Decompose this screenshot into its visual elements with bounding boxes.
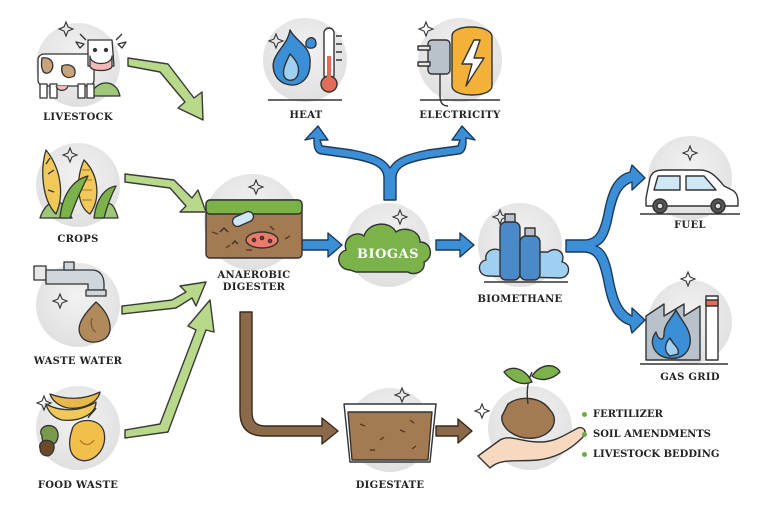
input-arrows (121, 57, 215, 439)
cow-icon (37, 33, 127, 99)
arrow-livestock (127, 57, 204, 121)
use-fertilizer: FERTILIZER (593, 408, 663, 420)
label-crops: CROPS (57, 234, 99, 245)
gas-grid-icon (640, 295, 728, 365)
use-livestock-bedding: LIVESTOCK BEDDING (593, 448, 720, 460)
arrow-biogas-biomethane (435, 232, 475, 258)
arrow-crops (124, 173, 207, 213)
use-soil-amendments: SOIL AMENDMENTS (593, 428, 711, 440)
arrow-food-waste (124, 299, 215, 439)
label-fuel: FUEL (674, 220, 706, 231)
label-livestock: LIVESTOCK (43, 112, 113, 123)
label-gas-grid: GAS GRID (660, 372, 720, 383)
bullet-dot (582, 431, 587, 437)
label-biomethane: BIOMETHANE (477, 294, 563, 305)
label-biogas: BIOGAS (357, 247, 419, 262)
gas-tanks-icon (478, 213, 570, 283)
faucet-icon (33, 261, 111, 343)
arrow-biogas-heat-electricity (304, 125, 476, 201)
car-icon (640, 169, 740, 215)
bullet-dot (582, 411, 587, 417)
digestate-arrows (239, 311, 473, 445)
arrow-digester-biogas (301, 232, 343, 258)
arrow-digester-digestate (239, 311, 339, 445)
label-digester-line1: ANAEROBIC (217, 270, 291, 281)
label-digester-line2: DIGESTER (222, 282, 286, 293)
flame-thermometer-icon (268, 27, 342, 101)
label-electricity: ELECTRICITY (419, 110, 501, 121)
arrow-biomethane-fuel-grid (565, 164, 646, 334)
label-food-waste: FOOD WASTE (37, 480, 119, 491)
label-digestate: DIGESTATE (355, 480, 425, 491)
hand-sprout-icon (477, 365, 586, 469)
plug-icon (417, 26, 500, 107)
digestate-tank-icon (343, 403, 437, 463)
list-item: SOIL AMENDMENTS (582, 424, 719, 444)
label-waste-water: WASTE WATER (33, 356, 123, 367)
output-arrows (301, 125, 646, 334)
list-item: LIVESTOCK BEDDING (582, 444, 719, 464)
digester-icon (205, 199, 303, 259)
label-heat: HEAT (289, 110, 323, 121)
sparkles (35, 20, 699, 420)
list-item: FERTILIZER (582, 404, 719, 424)
arrow-waste-water (121, 281, 207, 315)
digestate-uses-list: FERTILIZER SOIL AMENDMENTS LIVESTOCK BED… (582, 404, 719, 464)
arrow-digestate-fertilizer (435, 418, 473, 444)
corn-icon (39, 149, 119, 219)
food-waste-icon (39, 391, 106, 462)
bullet-dot (582, 451, 587, 457)
biogas-cloud-icon (338, 223, 431, 275)
